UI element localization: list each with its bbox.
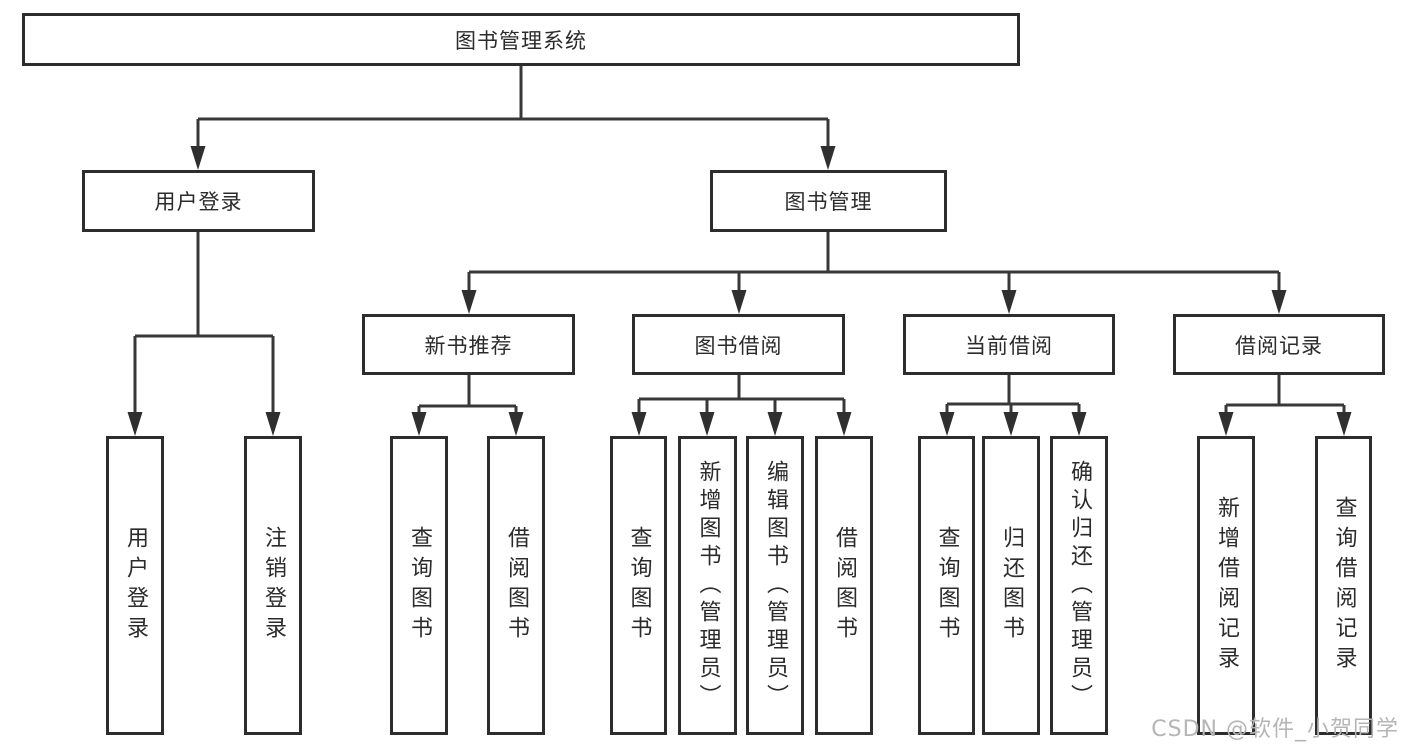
- leaf-borrow-books-newbook: 借阅图书: [487, 436, 545, 735]
- leaf-label: 查询图书: [407, 525, 432, 646]
- arrow-book-mgmt: [820, 146, 836, 170]
- leaf-label: 借阅图书: [832, 525, 857, 646]
- arrow-records: [1271, 290, 1287, 314]
- node-current-borrowing: 当前借阅: [903, 314, 1115, 375]
- arrow-leaf-user-login: [127, 412, 143, 436]
- arrow-confirm: [1071, 412, 1087, 436]
- connector-strokes: [133, 66, 1346, 413]
- leaf-label: 新增借阅记录: [1214, 495, 1239, 676]
- leaf-label: 用户登录: [123, 525, 148, 646]
- leaf-label: 查询图书: [626, 525, 652, 646]
- leaf-confirm-return-admin: 确认归还（管理员）: [1050, 436, 1108, 735]
- node-borrowing-records: 借阅记录: [1173, 314, 1385, 375]
- csdn-watermark: CSDN @软件_小贺同学: [1151, 717, 1399, 742]
- leaf-label: 编辑图书（管理员）: [763, 459, 788, 712]
- node-new-book-recommend: 新书推荐: [362, 314, 575, 375]
- leaf-label: 确认归还（管理员）: [1067, 459, 1092, 712]
- leaf-query-books-newbook: 查询图书: [390, 436, 448, 735]
- node-label: 图书借阅: [694, 333, 783, 358]
- leaf-query-borrow-record: 查询借阅记录: [1315, 436, 1372, 735]
- leaf-logout: 注销登录: [244, 436, 302, 735]
- leaf-label: 新增图书（管理员）: [695, 459, 721, 712]
- leaf-add-book-admin: 新增图书（管理员）: [678, 436, 737, 735]
- node-library-management-system: 图书管理系统: [22, 13, 1020, 66]
- arrow-return: [1003, 412, 1019, 436]
- node-book-management: 图书管理: [710, 170, 947, 232]
- node-label: 当前借阅: [965, 333, 1053, 358]
- node-book-borrowing: 图书借阅: [632, 314, 845, 375]
- arrow-query1: [411, 412, 427, 436]
- leaf-label: 归还图书: [999, 525, 1024, 646]
- leaf-borrow-books-borrow: 借阅图书: [815, 436, 873, 735]
- node-label: 图书管理: [784, 190, 873, 214]
- leaf-label: 借阅图书: [504, 525, 529, 646]
- node-user-login: 用户登录: [82, 170, 315, 232]
- arrow-addrecord: [1218, 412, 1234, 436]
- arrow-newbook: [461, 290, 477, 314]
- leaf-user-login: 用户登录: [106, 436, 164, 735]
- leaf-return-book: 归还图书: [982, 436, 1040, 735]
- arrow-editbook: [767, 412, 783, 436]
- arrow-query2: [631, 412, 647, 436]
- arrow-addbook: [699, 412, 715, 436]
- node-label: 借阅记录: [1235, 333, 1323, 358]
- arrow-borrow: [731, 290, 747, 314]
- arrow-borrow2: [836, 412, 852, 436]
- arrow-query3: [939, 412, 955, 436]
- leaf-label: 查询借阅记录: [1331, 495, 1357, 676]
- node-label: 新书推荐: [424, 333, 513, 358]
- node-label: 用户登录: [154, 190, 243, 214]
- arrow-leaf-logout: [265, 412, 281, 436]
- arrow-current: [1001, 290, 1017, 314]
- leaf-query-books-borrow: 查询图书: [610, 436, 667, 735]
- leaf-label: 查询图书: [934, 525, 960, 646]
- arrow-user-login: [190, 146, 206, 170]
- arrow-borrow1: [508, 412, 524, 436]
- leaf-label: 注销登录: [261, 525, 286, 646]
- leaf-query-books-current: 查询图书: [918, 436, 975, 735]
- arrowheads: [127, 146, 1352, 436]
- node-label: 图书管理系统: [455, 28, 587, 53]
- arrow-queryrecord: [1336, 412, 1352, 436]
- leaf-add-borrow-record: 新增借阅记录: [1197, 436, 1255, 735]
- leaf-edit-book-admin: 编辑图书（管理员）: [746, 436, 804, 735]
